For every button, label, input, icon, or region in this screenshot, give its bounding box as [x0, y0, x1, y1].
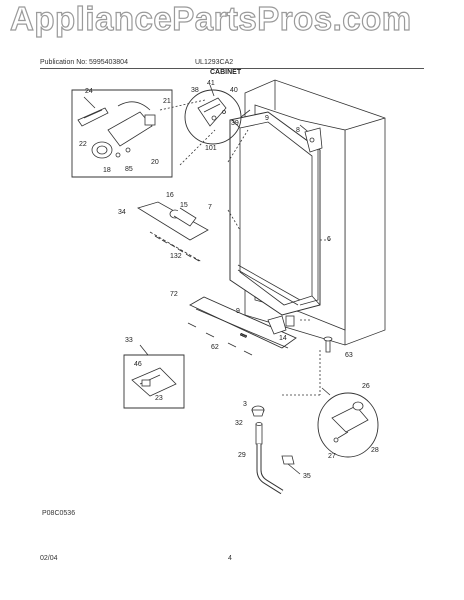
revision-date: 02/04: [40, 555, 58, 562]
callout-29: 29: [238, 452, 246, 459]
callout-72: 72: [170, 291, 178, 298]
callout-41: 41: [207, 80, 215, 87]
callout-32: 32: [235, 420, 243, 427]
callout-62: 62: [211, 344, 219, 351]
callout-23: 23: [155, 395, 163, 402]
callout-24: 24: [85, 88, 93, 95]
callout-20: 20: [151, 159, 159, 166]
callout-34: 34: [118, 209, 126, 216]
figure-code: P08C0536: [42, 510, 76, 517]
callout-21: 21: [163, 98, 171, 105]
callout-22: 22: [79, 141, 87, 148]
callout-40: 40: [230, 87, 238, 94]
callout-6: 6: [327, 236, 331, 243]
watermark: AppliancePartsPros.com: [9, 0, 412, 38]
publication-number: Publication No: 5995403804: [40, 59, 128, 66]
callout-33: 33: [125, 337, 133, 344]
callout-9-top: 9: [265, 115, 269, 122]
callout-16: 16: [166, 192, 174, 199]
callout-27: 27: [328, 453, 336, 460]
svg-text:ooo: ooo: [240, 331, 249, 339]
callout-8: 8: [296, 127, 300, 134]
callout-18: 18: [103, 167, 111, 174]
callout-46: 46: [134, 361, 142, 368]
callout-101: 101: [205, 145, 217, 152]
callout-35: 35: [303, 473, 311, 480]
callout-132: 132: [170, 253, 182, 260]
callout-85: 85: [125, 166, 133, 173]
section-title: CABINET: [210, 69, 242, 76]
page-number: 4: [228, 555, 232, 562]
callout-26: 26: [362, 383, 370, 390]
callout-9-bottom: 9: [236, 308, 240, 315]
callout-15: 15: [180, 202, 188, 209]
callout-63: 63: [345, 352, 353, 359]
callout-39: 39: [231, 120, 239, 127]
callout-7: 7: [208, 204, 212, 211]
header-rule: [40, 68, 424, 69]
callout-14: 14: [279, 335, 287, 342]
callout-28: 28: [371, 447, 379, 454]
callout-38: 38: [191, 87, 199, 94]
callout-3: 3: [243, 401, 247, 408]
model-number: UL1293CA2: [195, 59, 234, 66]
